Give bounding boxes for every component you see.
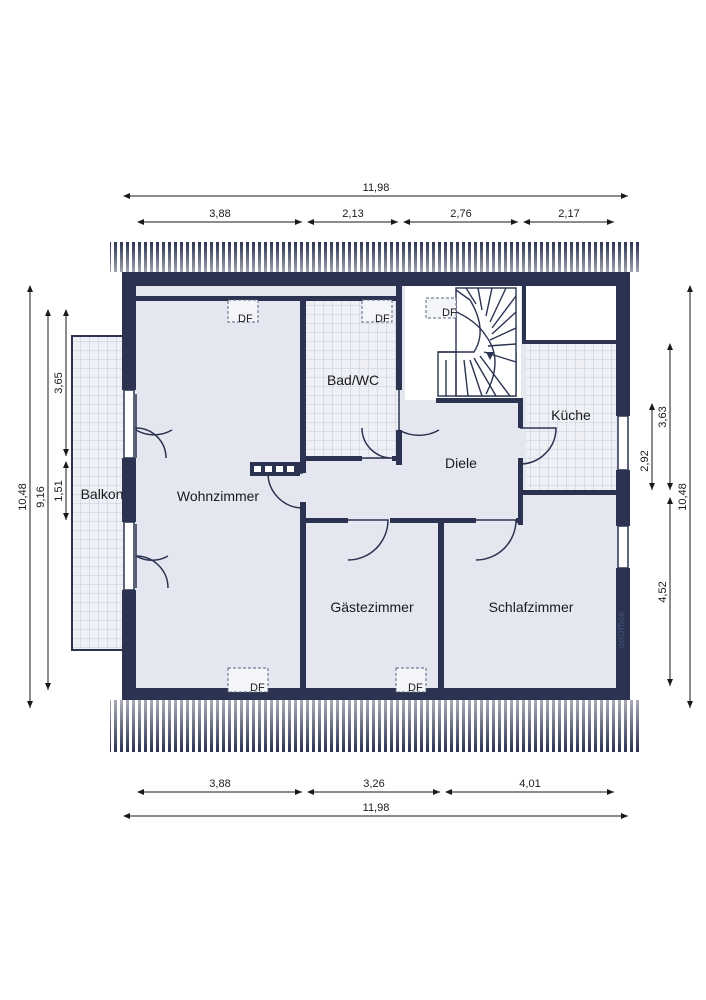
room-balkon: Balkon <box>81 486 124 502</box>
windows <box>123 389 629 591</box>
dim-top-seg-2: 2,13 <box>342 208 363 220</box>
room-kueche: Küche <box>551 407 591 423</box>
dim-bottom-total: 11,98 <box>363 802 390 814</box>
roof-window-3 <box>425 297 457 319</box>
df-marker-5: DF <box>408 682 423 694</box>
stair-arrow-icon <box>486 352 494 360</box>
room-wohnzimmer: Wohnzimmer <box>177 488 260 504</box>
dim-bottom-seg-2: 3,26 <box>363 778 384 790</box>
dim-top-seg-4: 2,17 <box>558 208 579 220</box>
logo-text: onOffice <box>616 612 626 649</box>
dim-top-seg-1: 3,88 <box>209 208 230 220</box>
roof-bottom <box>110 700 640 752</box>
balcony <box>71 335 127 651</box>
room-gaestezimmer: Gästezimmer <box>330 599 414 615</box>
dim-bottom-seg-1: 3,88 <box>209 778 230 790</box>
kueche-floor <box>526 344 616 490</box>
df-marker-4: DF <box>250 682 265 694</box>
room-diele: Diele <box>445 455 477 471</box>
df-marker-1: DF <box>238 313 253 325</box>
dim-top-seg-3: 2,76 <box>450 208 471 220</box>
dim-bottom-seg-3: 4,01 <box>519 778 540 790</box>
dim-top-total: 11,98 <box>363 182 390 194</box>
dim-left-lower: 1,51 <box>53 480 65 501</box>
interior-walls <box>136 286 616 690</box>
bad-floor <box>306 301 398 459</box>
room-schlafzimmer: Schlafzimmer <box>489 599 574 615</box>
dim-right-lower: 4,52 <box>657 581 669 602</box>
onoffice-logo: onOffice <box>616 612 626 649</box>
chimney-icon <box>250 462 300 476</box>
df-marker-2: DF <box>375 313 390 325</box>
roof-window-4 <box>227 667 269 693</box>
df-marker-3: DF <box>442 307 457 319</box>
dim-right-inner: 2,92 <box>639 450 651 471</box>
dim-left-middle: 9,16 <box>35 486 47 507</box>
roof-window-2 <box>361 299 393 323</box>
roof-top <box>110 242 640 272</box>
roof-window-1 <box>227 299 259 323</box>
room-bad: Bad/WC <box>327 372 379 388</box>
dim-left-outer: 10,48 <box>17 483 29 511</box>
staircase <box>437 287 517 397</box>
dim-left-upper: 3,65 <box>53 372 65 393</box>
roof-window-5 <box>395 667 427 693</box>
dim-right-outer: 10,48 <box>677 483 689 511</box>
dim-right-upper: 3,63 <box>657 406 669 427</box>
dimension-lines <box>27 193 693 819</box>
upper-right-void <box>526 286 616 342</box>
